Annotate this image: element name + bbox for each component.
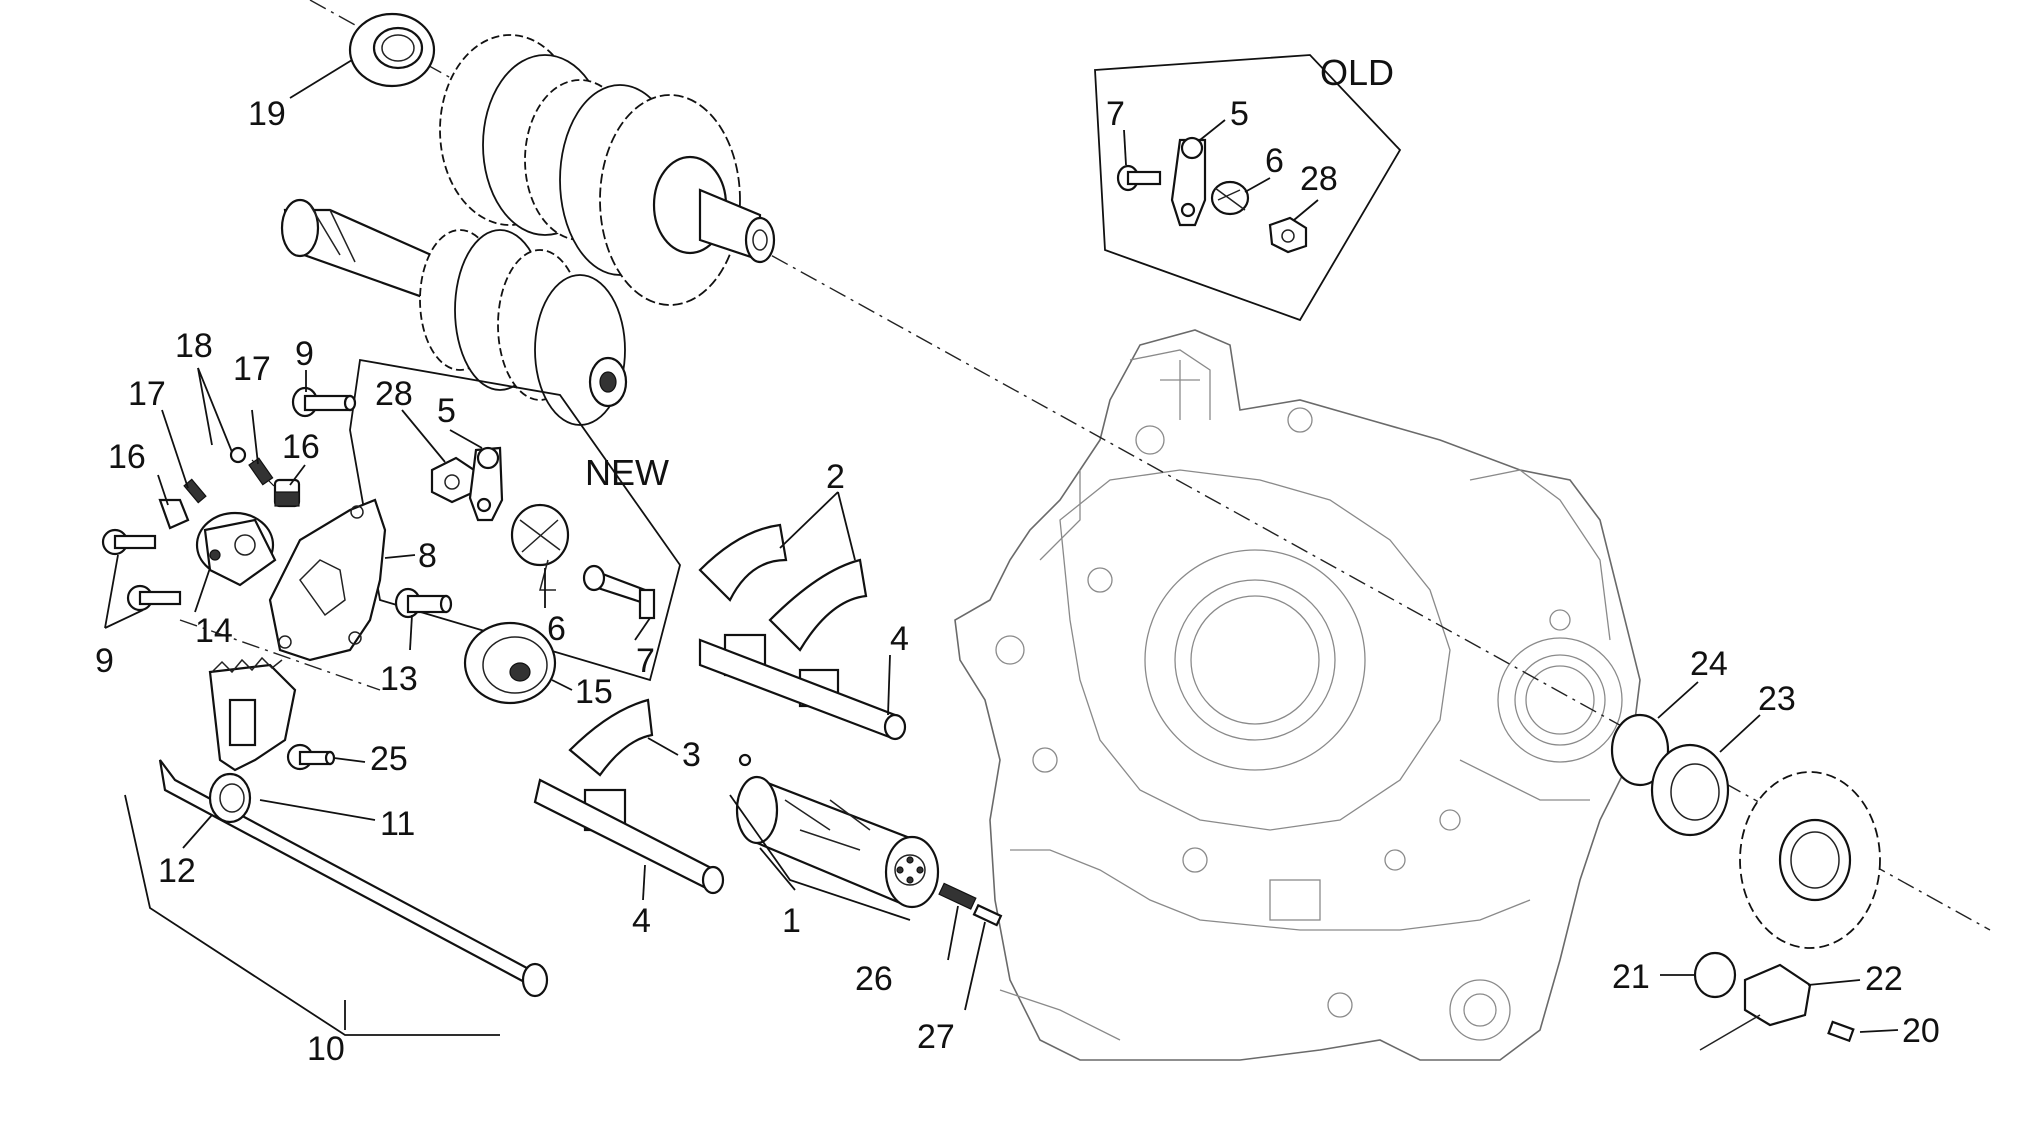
- part-24-o-ring: [1610, 713, 1670, 787]
- crankcase: [954, 329, 1641, 1061]
- callout-12: 12: [158, 852, 196, 890]
- part-5-new-lever: [468, 446, 504, 522]
- callout-15: 15: [575, 673, 613, 711]
- callout-16-left: 16: [108, 438, 146, 476]
- callout-4-upper: 4: [890, 620, 909, 658]
- callout-17-right: 17: [233, 350, 271, 388]
- part-28-old-nut: [1268, 216, 1308, 254]
- part-15-index-wheel: [463, 621, 557, 705]
- callout-25: 25: [370, 740, 408, 778]
- old-variant-group: [1094, 54, 1402, 322]
- part-9-screw-left-a: [101, 528, 157, 556]
- part-5-old-lever: [1170, 136, 1207, 227]
- part-1-selector-drum: [735, 753, 940, 909]
- part-16-plunger-left: [158, 498, 190, 530]
- callout-11: 11: [380, 805, 415, 843]
- callout-7-new: 7: [636, 642, 655, 680]
- part-19-oil-seal: [348, 12, 436, 88]
- secondary-shaft-gear-cluster: [439, 34, 776, 306]
- part-9-screw-top: [291, 386, 357, 418]
- callout-9-top: 9: [295, 335, 314, 373]
- part-7-new-pin: [582, 564, 656, 620]
- part-8-retaining-plate: [268, 498, 387, 662]
- part-3-shift-fork: [533, 698, 725, 895]
- part-9-screw-left-b: [126, 584, 182, 612]
- callout-14: 14: [195, 612, 233, 650]
- callout-26: 26: [855, 960, 893, 998]
- part-22-gear-sensor: [1699, 963, 1812, 1051]
- callout-3: 3: [682, 736, 701, 774]
- callout-leaders: [104, 59, 1899, 1033]
- part-6-old-spring: [1210, 180, 1250, 216]
- callout-18: 18: [175, 327, 213, 365]
- part-28-new-nut: [430, 456, 476, 504]
- part-17-spring-left: [183, 478, 207, 504]
- callout-28-old: 28: [1300, 160, 1338, 198]
- callout-16-right: 16: [282, 428, 320, 466]
- callout-13: 13: [380, 660, 418, 698]
- part-21-o-ring: [1693, 951, 1737, 999]
- callout-labels: OLD NEW 19 18 17 17 9 16 16 28 5 8 14 9 …: [95, 52, 1940, 1068]
- callout-8: 8: [418, 537, 437, 575]
- callout-5-new: 5: [437, 392, 456, 430]
- part-10-gearshift-shaft-assy: [158, 656, 549, 998]
- callout-28-new: 28: [375, 375, 413, 413]
- callout-4-lower: 4: [632, 902, 651, 940]
- part-13-bolt: [394, 587, 453, 619]
- new-variant-group: [349, 358, 681, 682]
- callout-7-old: 7: [1106, 95, 1125, 133]
- callout-22: 22: [1865, 960, 1903, 998]
- callout-19: 19: [248, 95, 286, 133]
- callout-17-left: 17: [128, 375, 166, 413]
- part-23-seal: [1650, 743, 1730, 837]
- callout-6-old: 6: [1265, 142, 1284, 180]
- callout-23: 23: [1758, 680, 1796, 718]
- part-18-detent-ball: [229, 446, 247, 464]
- primary-shaft: [280, 198, 628, 426]
- part-7-old-pin: [1116, 164, 1162, 192]
- callout-10: 10: [307, 1030, 345, 1068]
- callout-24: 24: [1690, 645, 1728, 683]
- label-old: OLD: [1320, 52, 1394, 93]
- part-16-plunger-right: [273, 478, 301, 508]
- callout-9-left: 9: [95, 642, 114, 680]
- part-14-selector-drum-cam: [195, 511, 277, 587]
- shift-axis-line: [179, 619, 381, 691]
- assembly-brackets: [124, 794, 911, 1036]
- callout-27: 27: [917, 1018, 955, 1056]
- callout-5-old: 5: [1230, 95, 1249, 133]
- part-26-spring: [938, 882, 977, 910]
- part-27-pin: [972, 903, 1003, 927]
- part-20-screw: [1827, 1020, 1855, 1043]
- part-17-spring-right: [248, 457, 275, 487]
- callout-1: 1: [782, 902, 801, 940]
- part-sprocket: [1739, 771, 1881, 949]
- callout-2: 2: [826, 458, 845, 496]
- callout-21: 21: [1612, 958, 1650, 996]
- part-6-new-spring: [510, 503, 570, 591]
- callout-6-new: 6: [547, 610, 566, 648]
- callout-20: 20: [1902, 1012, 1940, 1050]
- part-25-pivot-bolt: [286, 743, 336, 771]
- label-new: NEW: [585, 452, 669, 493]
- part-2-shift-forks: [698, 523, 907, 741]
